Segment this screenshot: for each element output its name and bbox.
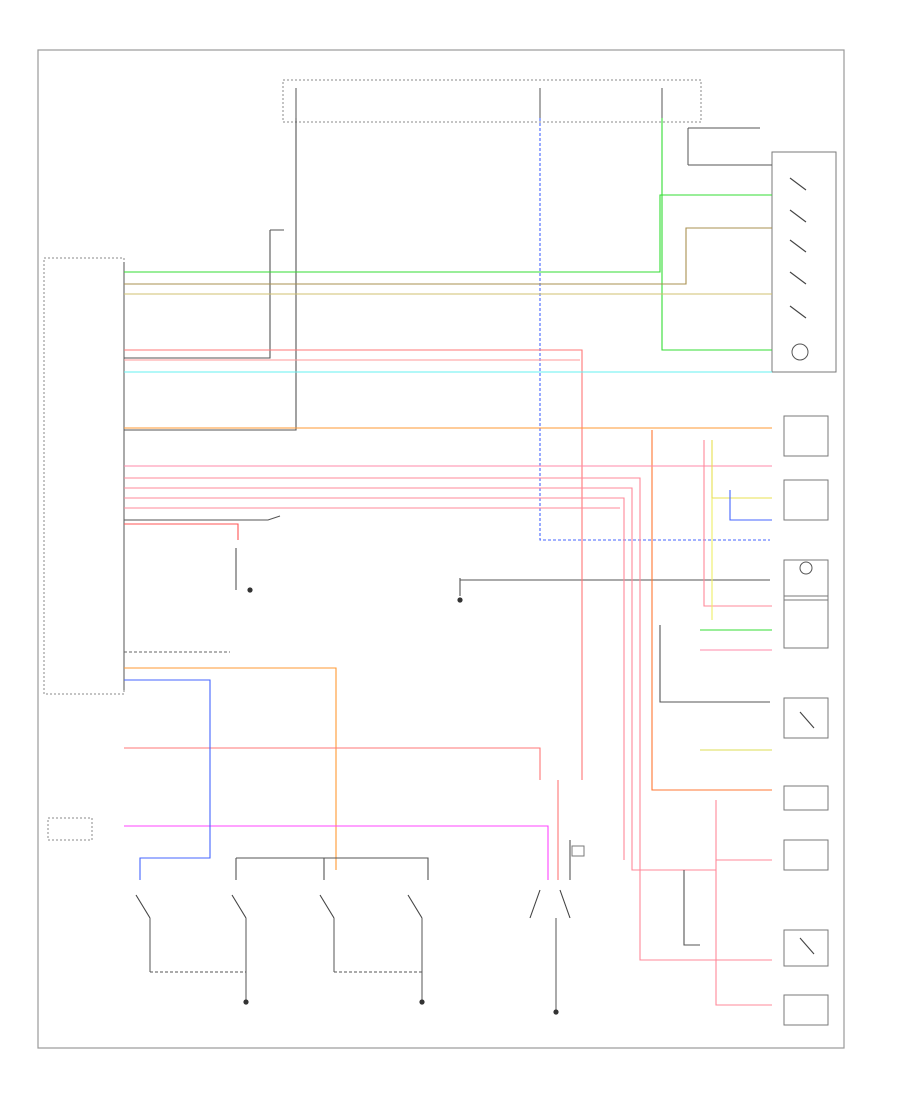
wire-group xyxy=(124,118,772,1006)
fuse-box xyxy=(282,79,702,123)
door-switches xyxy=(47,817,585,1012)
master-switch xyxy=(687,127,837,373)
control-module xyxy=(43,257,125,695)
right-components xyxy=(783,415,829,1026)
ground-symbols xyxy=(243,587,559,1015)
diagram-frame xyxy=(37,49,845,1049)
